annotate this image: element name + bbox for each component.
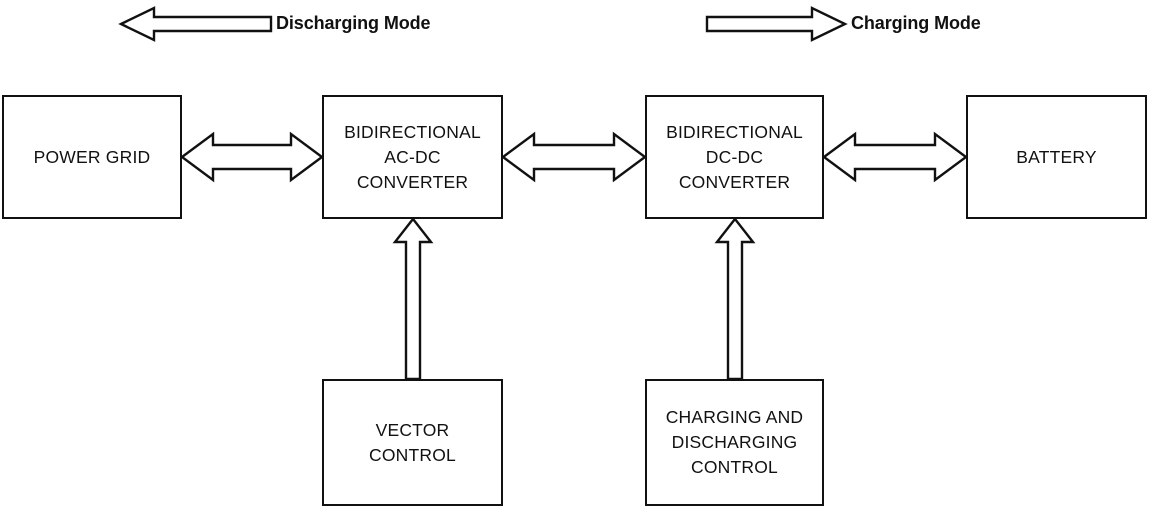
block-power-grid-label: POWER GRID <box>33 146 151 167</box>
connector-acdc-to-dcdc-arrow-icon <box>500 131 648 183</box>
block-vector-control-label: VECTOR CONTROL <box>369 419 456 465</box>
block-ac-dc-converter[interactable]: BIDIRECTIONAL AC-DC CONVERTER <box>322 95 503 219</box>
connector-control-to-dcdc-arrow-icon <box>714 217 756 381</box>
block-charging-discharging-control[interactable]: CHARGING AND DISCHARGING CONTROL <box>645 379 824 506</box>
block-charging-discharging-control-label: CHARGING AND DISCHARGING CONTROL <box>665 407 804 477</box>
block-battery-label: BATTERY <box>1016 146 1097 167</box>
connector-dcdc-to-battery-arrow-icon <box>821 131 969 183</box>
discharging-mode-arrow-icon <box>118 6 273 42</box>
connector-grid-to-acdc-arrow-icon <box>179 131 325 183</box>
discharging-mode-label: Discharging Mode <box>276 13 431 33</box>
connector-vector-to-acdc-arrow-icon <box>392 217 434 381</box>
block-vector-control[interactable]: VECTOR CONTROL <box>322 379 503 506</box>
charging-mode-arrow-icon <box>705 6 848 42</box>
block-dc-dc-converter[interactable]: BIDIRECTIONAL DC-DC CONVERTER <box>645 95 824 219</box>
block-power-grid[interactable]: POWER GRID <box>2 95 182 219</box>
block-ac-dc-converter-label: BIDIRECTIONAL AC-DC CONVERTER <box>344 121 481 192</box>
charging-mode-label: Charging Mode <box>851 13 981 33</box>
block-battery[interactable]: BATTERY <box>966 95 1147 219</box>
block-dc-dc-converter-label: BIDIRECTIONAL DC-DC CONVERTER <box>666 121 803 192</box>
